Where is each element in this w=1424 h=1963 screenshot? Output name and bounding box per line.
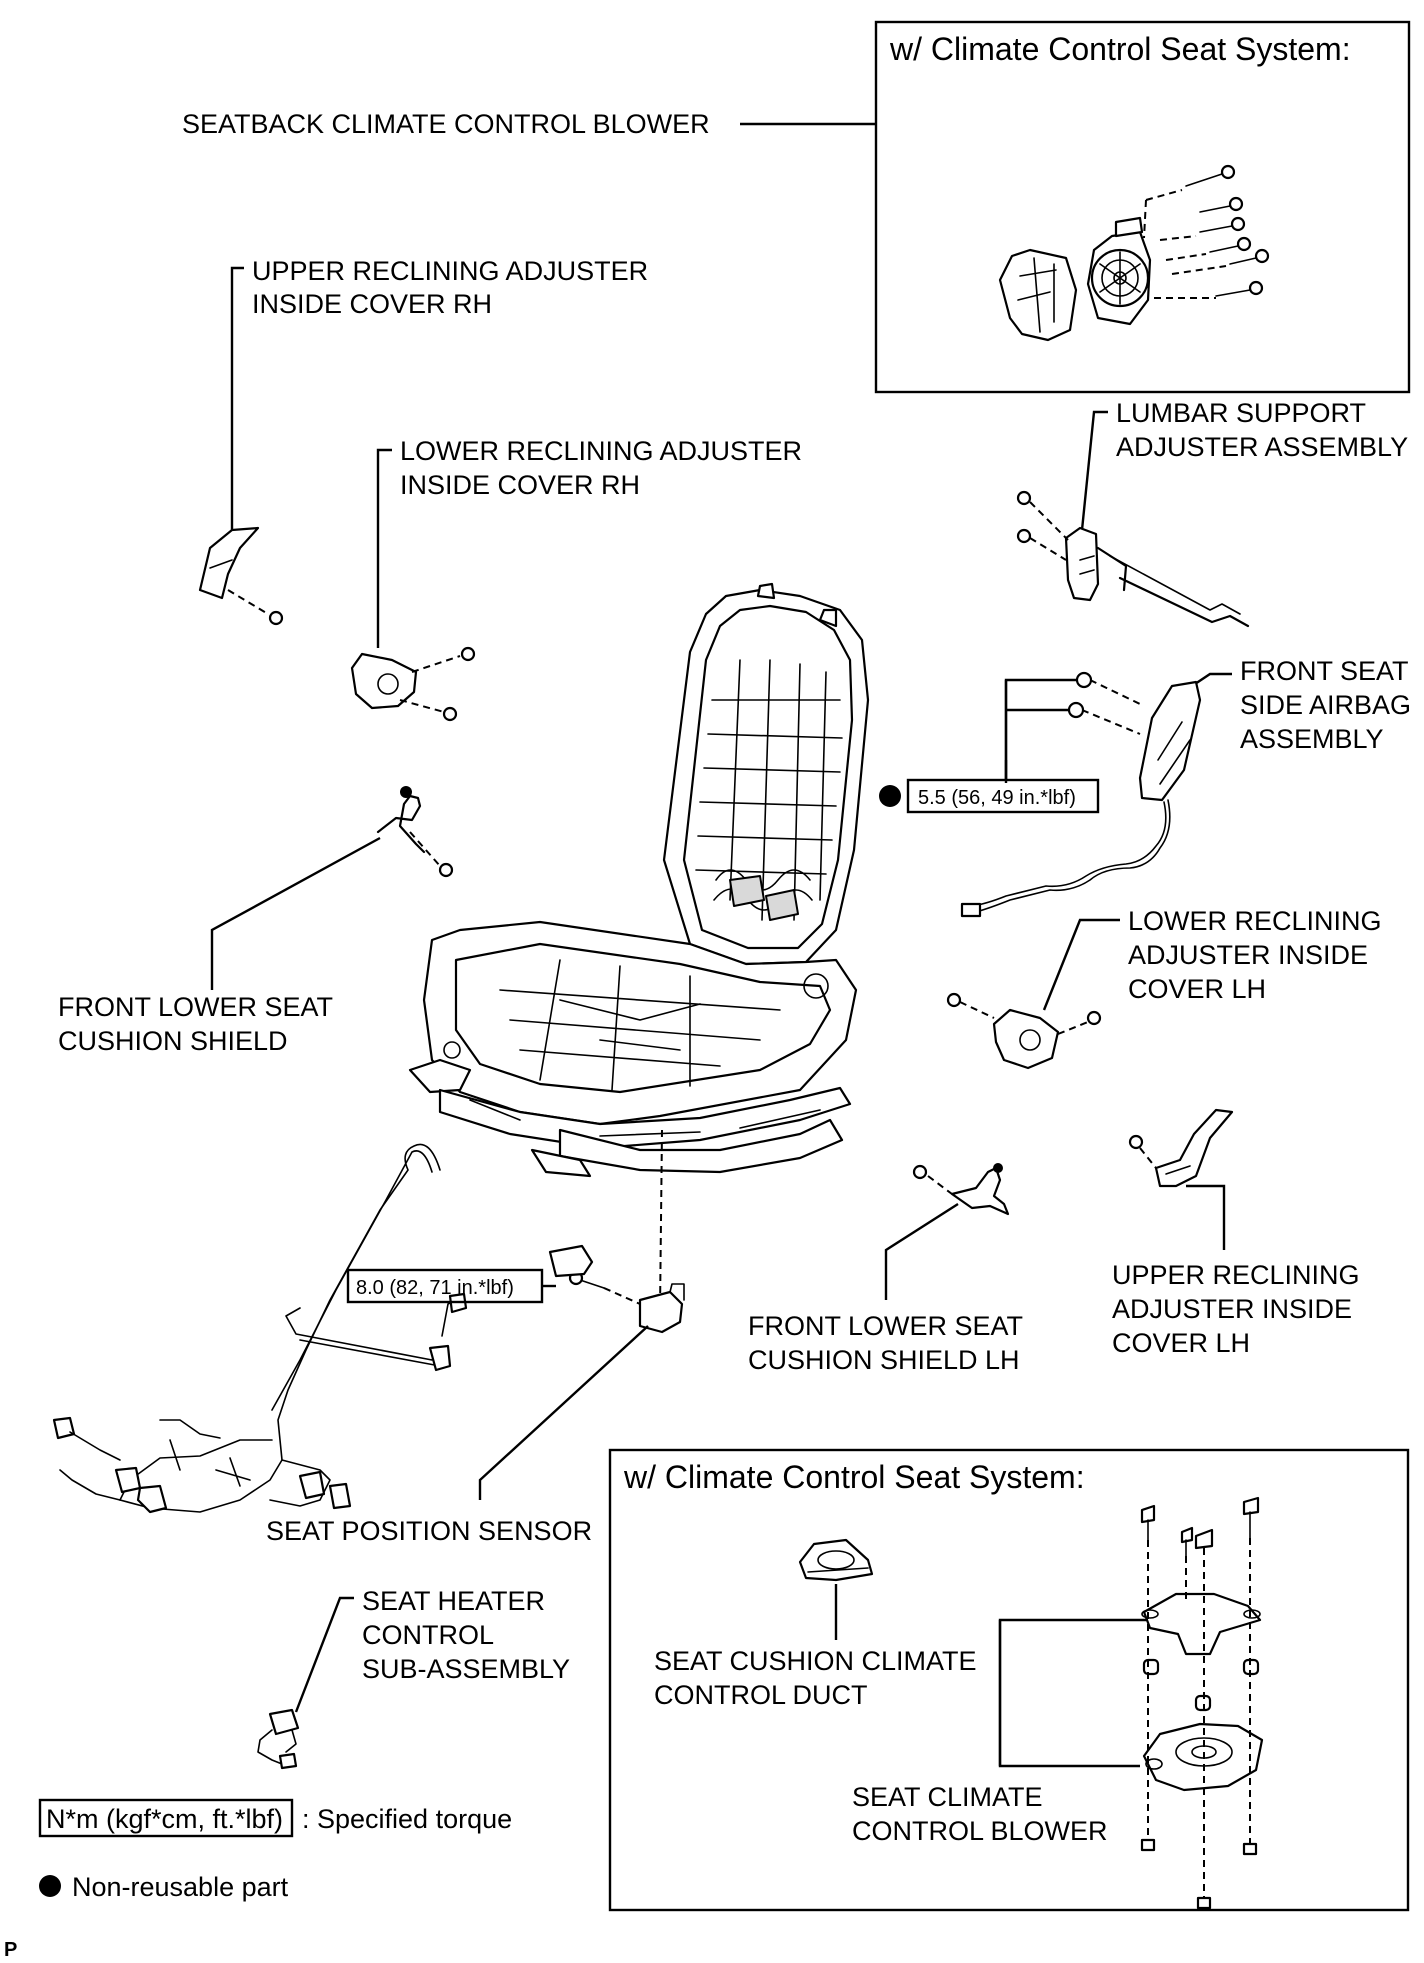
torque-value-airbag: 5.5 (56, 49 in.*lbf) — [918, 787, 1076, 809]
seatback-climate-control-blower-part — [998, 216, 1152, 342]
seat-cushion-climate-control-duct-part — [798, 1538, 874, 1582]
seat-climate-control-blower-part — [1140, 1496, 1264, 1910]
label-front-shield-line2: CUSHION SHIELD — [58, 1026, 288, 1056]
torque-box-airbag — [906, 778, 1100, 814]
callout-front-lower-shield-lh: FRONT LOWER SEAT CUSHION SHIELD LH — [748, 1163, 1023, 1375]
callout-seat-position-sensor: SEAT POSITION SENSOR — [266, 1244, 685, 1546]
lumbar-support-adjuster-part — [1016, 490, 1250, 628]
seat-frame-assembly — [408, 582, 870, 1311]
label-duct-line1: SEAT CUSHION CLIMATE — [654, 1646, 977, 1676]
label-duct-line2: CONTROL DUCT — [654, 1680, 868, 1710]
callout-side-airbag: FRONT SEAT SIDE AIRBAG ASSEMBLY — [960, 656, 1411, 918]
callout-seatback-blower: SEATBACK CLIMATE CONTROL BLOWER — [182, 109, 876, 139]
inset-bottom-frame — [608, 1448, 1410, 1912]
legend-nonreusable-text: Non-reusable part — [72, 1872, 289, 1902]
label-heater-line3: SUB-ASSEMBLY — [362, 1654, 570, 1684]
inset-bottom-climate-control: w/ Climate Control Seat System: SEAT CUS… — [608, 1448, 1410, 1912]
label-front-shield-line1: FRONT LOWER SEAT — [58, 992, 333, 1022]
torque-value-sensor: 8.0 (82, 71 in.*lbf) — [356, 1277, 514, 1299]
blower-screws — [1143, 164, 1270, 299]
label-lower-lh-line3: COVER LH — [1128, 974, 1266, 1004]
corner-mark: P — [4, 1939, 17, 1961]
inset-top-climate-control: w/ Climate Control Seat System: — [874, 20, 1411, 394]
label-upper-rh-line1: UPPER RECLINING ADJUSTER — [252, 256, 648, 286]
label-seat-blower-line1: SEAT CLIMATE — [852, 1782, 1043, 1812]
legend-nonreusable-dot — [39, 1875, 61, 1897]
label-airbag-line2: SIDE AIRBAG — [1240, 690, 1411, 720]
label-airbag-line3: ASSEMBLY — [1240, 724, 1384, 754]
lower-reclining-cover-lh-part — [946, 992, 1102, 1070]
upper-reclining-cover-rh-part — [198, 526, 284, 626]
label-lower-lh-line2: ADJUSTER INSIDE — [1128, 940, 1368, 970]
label-airbag-line1: FRONT SEAT — [1240, 656, 1409, 686]
label-seatback-climate-control-blower: SEATBACK CLIMATE CONTROL BLOWER — [182, 109, 710, 139]
lower-reclining-cover-rh-part — [350, 646, 476, 722]
label-front-shield-lh-line1: FRONT LOWER SEAT — [748, 1311, 1023, 1341]
callout-lumbar-support: LUMBAR SUPPORT ADJUSTER ASSEMBLY — [1016, 398, 1408, 628]
label-front-shield-lh-line2: CUSHION SHIELD LH — [748, 1345, 1020, 1375]
legend: N*m (kgf*cm, ft.*lbf) : Specified torque… — [38, 1798, 512, 1902]
seat-wire-harness — [52, 1143, 468, 1514]
torque-callout-airbag: 5.5 (56, 49 in.*lbf) — [879, 680, 1100, 814]
label-heater-line2: CONTROL — [362, 1620, 494, 1650]
legend-torque-units: N*m (kgf*cm, ft.*lbf) — [46, 1804, 283, 1834]
label-lumbar-line1: LUMBAR SUPPORT — [1116, 398, 1366, 428]
legend-torque-box — [38, 1798, 294, 1838]
non-reusable-marker — [879, 785, 901, 807]
callout-lower-reclining-lh: LOWER RECLINING ADJUSTER INSIDE COVER LH — [946, 906, 1382, 1070]
callout-upper-reclining-lh: UPPER RECLINING ADJUSTER INSIDE COVER LH — [1112, 1108, 1360, 1358]
inset-top-title: w/ Climate Control Seat System: — [889, 31, 1351, 67]
label-lower-lh-line1: LOWER RECLINING — [1128, 906, 1382, 936]
front-lower-seat-cushion-shield-lh-part — [912, 1163, 1010, 1216]
callout-front-lower-shield: FRONT LOWER SEAT CUSHION SHIELD — [58, 786, 454, 1056]
callout-lower-reclining-rh: LOWER RECLINING ADJUSTER INSIDE COVER RH — [350, 436, 802, 722]
label-heater-line1: SEAT HEATER — [362, 1586, 545, 1616]
seat-heater-control-part — [257, 1708, 300, 1770]
inset-top-frame — [874, 20, 1411, 394]
label-upper-rh-line2: INSIDE COVER RH — [252, 289, 492, 319]
label-upper-lh-line3: COVER LH — [1112, 1328, 1250, 1358]
upper-reclining-cover-lh-part — [1128, 1108, 1234, 1188]
label-lumbar-line2: ADJUSTER ASSEMBLY — [1116, 432, 1408, 462]
legend-torque-text: : Specified torque — [302, 1804, 512, 1834]
label-upper-lh-line2: ADJUSTER INSIDE — [1112, 1294, 1352, 1324]
seat-position-sensor-part — [548, 1244, 685, 1334]
label-upper-lh-line1: UPPER RECLINING — [1112, 1260, 1360, 1290]
torque-callout-sensor: 8.0 (82, 71 in.*lbf) — [346, 1268, 556, 1304]
side-airbag-assembly-part — [960, 671, 1202, 918]
front-lower-seat-cushion-shield-part — [376, 786, 454, 878]
callout-upper-reclining-rh: UPPER RECLINING ADJUSTER INSIDE COVER RH — [198, 256, 648, 626]
label-seat-blower-line2: CONTROL BLOWER — [852, 1816, 1108, 1846]
callout-seat-heater-control: SEAT HEATER CONTROL SUB-ASSEMBLY — [257, 1586, 570, 1770]
label-lower-rh-line1: LOWER RECLINING ADJUSTER — [400, 436, 802, 466]
inset-bottom-title: w/ Climate Control Seat System: — [623, 1459, 1085, 1495]
label-lower-rh-line2: INSIDE COVER RH — [400, 470, 640, 500]
label-seat-position-sensor: SEAT POSITION SENSOR — [266, 1516, 592, 1546]
